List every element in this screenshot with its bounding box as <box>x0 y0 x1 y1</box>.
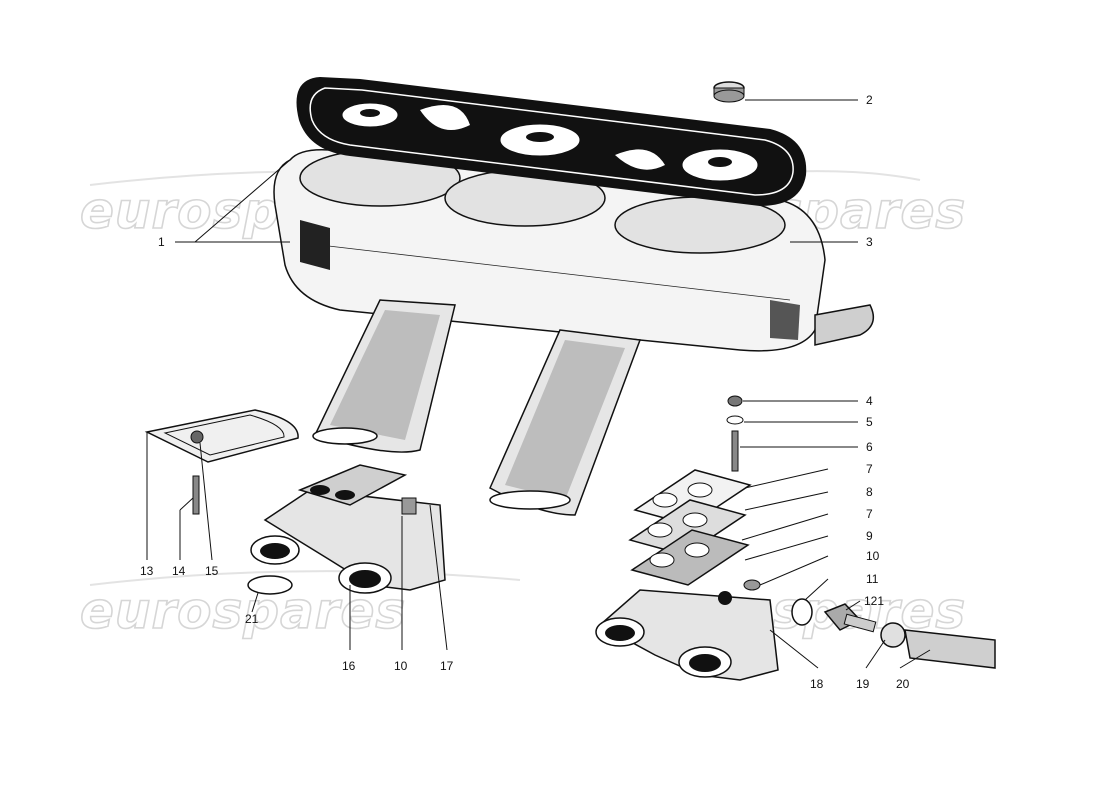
callout-label: 21 <box>245 612 259 626</box>
right-gaskets <box>628 469 752 586</box>
air-filter-cover <box>296 76 807 207</box>
fuel-fittings <box>791 598 996 669</box>
callout-label: 1 <box>158 235 165 249</box>
left-manifold <box>250 464 446 594</box>
right-manifold <box>595 579 779 681</box>
callout-label: 19 <box>856 677 870 691</box>
left-sealing-washer <box>247 575 293 595</box>
callout-label: 7 <box>866 507 873 521</box>
callout-label: 18 <box>810 677 824 691</box>
callout-label: 9 <box>866 529 873 543</box>
callout-label: 10 <box>866 549 880 563</box>
filter-elements <box>299 149 786 254</box>
callout-label: 15 <box>205 564 219 578</box>
callout-label: 16 <box>342 659 356 673</box>
right-hardware-stack <box>726 395 744 472</box>
callout-label: 6 <box>866 440 873 454</box>
callout-label: 10 <box>394 659 408 673</box>
left-gasket-plate <box>144 409 299 463</box>
callout-label: 8 <box>866 485 873 499</box>
knurled-nut <box>713 81 745 103</box>
callout-label: 20 <box>896 677 910 691</box>
callout-label: 5 <box>866 415 873 429</box>
callout-label: 3 <box>866 235 873 249</box>
callout-label: 7 <box>866 462 873 476</box>
callout-label: 4 <box>866 394 873 408</box>
left-stud <box>192 475 200 515</box>
callout-label: 121 <box>864 594 884 608</box>
callout-label: 14 <box>172 564 186 578</box>
callout-label: 11 <box>866 572 879 586</box>
callout-label: 2 <box>866 93 873 107</box>
leader-lines <box>146 99 931 669</box>
callout-label: 17 <box>440 659 454 673</box>
callout-label: 13 <box>140 564 154 578</box>
callout-labels: 1 2 3 4 5 6 7 8 7 9 10 11 121 13 14 15 1… <box>140 93 910 691</box>
intake-pipes <box>312 299 642 516</box>
